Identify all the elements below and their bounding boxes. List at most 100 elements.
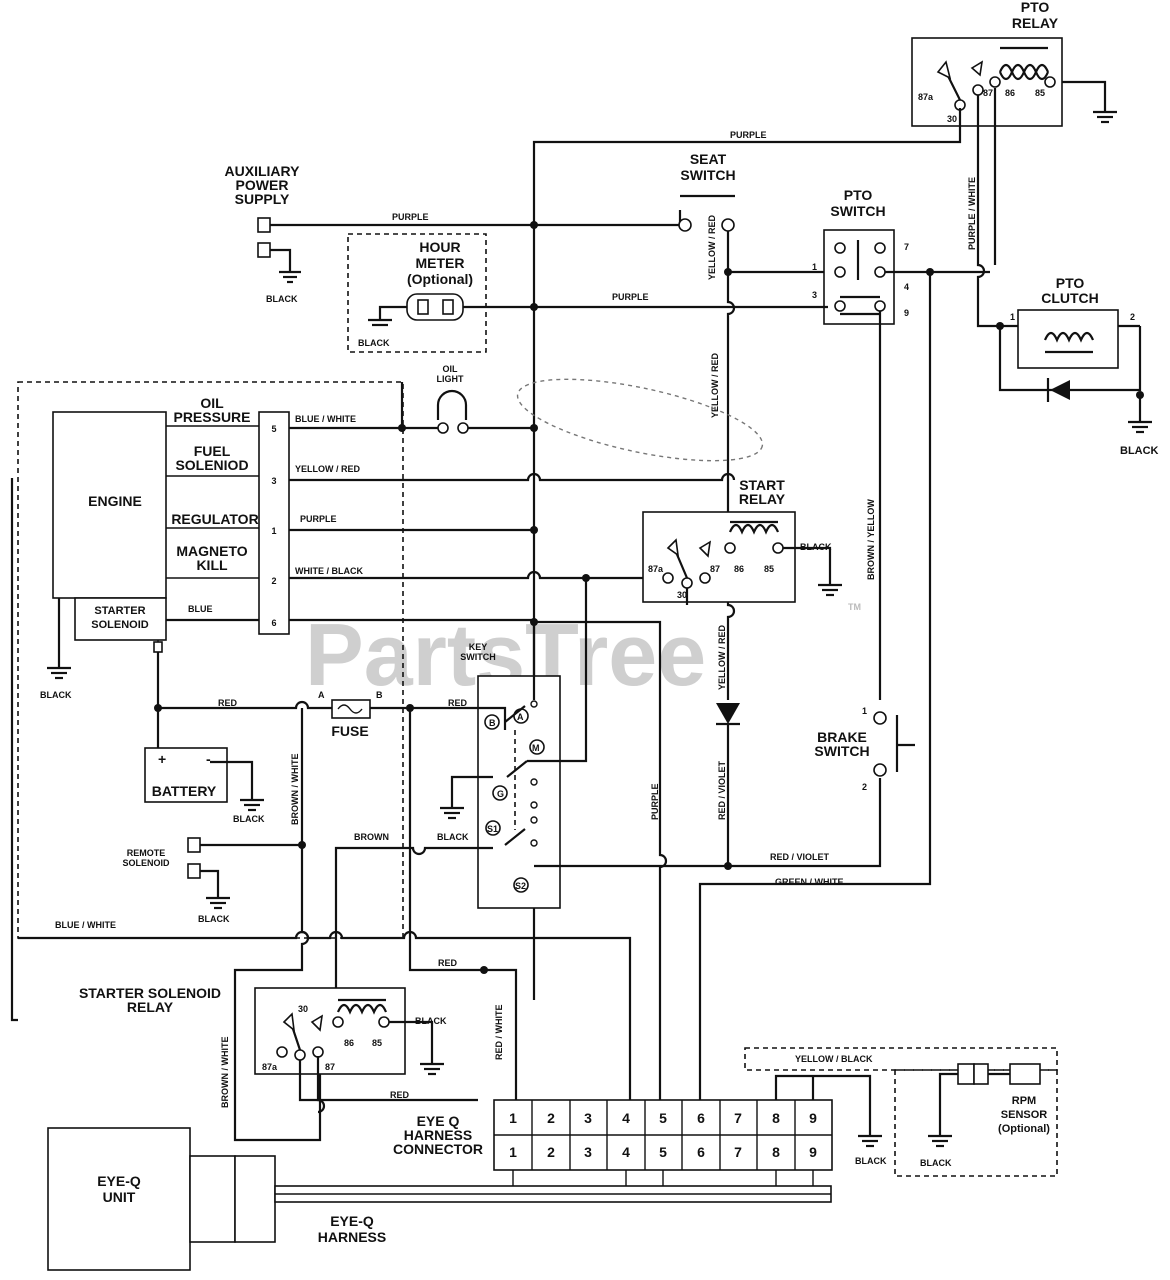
svg-text:3: 3 (812, 290, 817, 300)
svg-text:S1: S1 (487, 824, 498, 834)
svg-text:6: 6 (697, 1110, 705, 1126)
svg-text:SWITCH: SWITCH (814, 743, 869, 759)
svg-text:85: 85 (372, 1038, 382, 1048)
svg-text:G: G (497, 789, 504, 799)
svg-text:GREEN / WHITE: GREEN / WHITE (775, 877, 844, 887)
svg-text:30: 30 (677, 590, 687, 600)
svg-text:YELLOW / RED: YELLOW / RED (707, 215, 717, 281)
svg-text:BLACK: BLACK (437, 832, 469, 842)
svg-text:YELLOW / RED: YELLOW / RED (717, 625, 727, 691)
svg-text:87: 87 (325, 1062, 335, 1072)
svg-text:9: 9 (904, 308, 909, 318)
svg-text:9: 9 (809, 1110, 817, 1126)
svg-text:7: 7 (734, 1144, 742, 1160)
svg-text:30: 30 (298, 1004, 308, 1014)
svg-text:2: 2 (547, 1110, 555, 1126)
svg-text:YELLOW / RED: YELLOW / RED (295, 464, 361, 474)
svg-text:BLACK: BLACK (40, 690, 72, 700)
svg-text:85: 85 (764, 564, 774, 574)
svg-text:3: 3 (584, 1144, 592, 1160)
svg-text:HOUR: HOUR (419, 239, 460, 255)
svg-text:RPM: RPM (1012, 1095, 1036, 1107)
svg-text:BRAKE: BRAKE (817, 729, 867, 745)
svg-text:4: 4 (622, 1110, 630, 1126)
svg-text:A: A (318, 690, 325, 700)
svg-text:-: - (206, 751, 211, 767)
svg-text:BROWN / YELLOW: BROWN / YELLOW (866, 499, 876, 580)
svg-text:BLACK: BLACK (920, 1158, 952, 1168)
svg-text:METER: METER (416, 255, 465, 271)
svg-text:RED / VIOLET: RED / VIOLET (770, 852, 830, 862)
svg-text:BATTERY: BATTERY (152, 783, 217, 799)
svg-text:PURPLE: PURPLE (650, 783, 660, 820)
svg-text:BLACK: BLACK (415, 1016, 447, 1026)
svg-text:7: 7 (734, 1110, 742, 1126)
svg-text:RED: RED (438, 958, 458, 968)
svg-text:RELAY: RELAY (127, 999, 174, 1015)
svg-text:8: 8 (772, 1144, 780, 1160)
svg-text:BLUE: BLUE (188, 604, 213, 614)
svg-text:BLACK: BLACK (855, 1156, 887, 1166)
svg-text:EYE-Q: EYE-Q (97, 1173, 141, 1189)
svg-text:BROWN / WHITE: BROWN / WHITE (290, 754, 300, 826)
svg-text:EYE-Q: EYE-Q (330, 1213, 374, 1229)
svg-text:PTO: PTO (1021, 0, 1050, 15)
svg-text:STARTER SOLENOID: STARTER SOLENOID (79, 985, 221, 1001)
svg-text:BROWN / WHITE: BROWN / WHITE (220, 1037, 230, 1109)
svg-text:START: START (739, 477, 785, 493)
svg-text:SOLENOID: SOLENOID (91, 619, 149, 631)
svg-text:9: 9 (809, 1144, 817, 1160)
svg-text:PURPLE: PURPLE (392, 212, 429, 222)
svg-text:BLACK: BLACK (233, 814, 265, 824)
svg-text:RED: RED (448, 698, 468, 708)
svg-text:HARNESS: HARNESS (318, 1229, 386, 1245)
svg-text:WHITE / BLACK: WHITE / BLACK (295, 566, 363, 576)
svg-text:BLACK: BLACK (266, 294, 298, 304)
svg-text:BLACK: BLACK (358, 338, 390, 348)
svg-text:RELAY: RELAY (739, 491, 786, 507)
svg-text:1: 1 (862, 706, 867, 716)
svg-text:85: 85 (1035, 88, 1045, 98)
svg-text:1: 1 (509, 1110, 517, 1126)
svg-text:RED / WHITE: RED / WHITE (494, 1005, 504, 1061)
svg-text:1: 1 (812, 262, 817, 272)
svg-text:BLUE / WHITE: BLUE / WHITE (55, 920, 116, 930)
svg-text:SOLENIOD: SOLENIOD (175, 457, 248, 473)
svg-text:2: 2 (1130, 312, 1135, 322)
svg-text:EYE Q: EYE Q (417, 1113, 460, 1129)
svg-text:(Optional): (Optional) (998, 1123, 1050, 1135)
svg-text:1: 1 (509, 1144, 517, 1160)
svg-text:OIL: OIL (443, 364, 459, 374)
svg-text:PURPLE / WHITE: PURPLE / WHITE (967, 177, 977, 250)
connector-pins: 1 2 3 4 5 6 7 8 9 1 2 3 4 5 6 7 8 9 (509, 1100, 817, 1170)
svg-text:RED / VIOLET: RED / VIOLET (717, 760, 727, 820)
svg-text:BLUE / WHITE: BLUE / WHITE (295, 414, 356, 424)
svg-text:RELAY: RELAY (1012, 15, 1059, 31)
svg-text:1: 1 (1010, 312, 1015, 322)
svg-text:BLACK: BLACK (198, 914, 230, 924)
svg-text:2: 2 (547, 1144, 555, 1160)
svg-text:RED: RED (218, 698, 238, 708)
svg-text:87: 87 (983, 88, 993, 98)
svg-text:STARTER: STARTER (94, 605, 145, 617)
svg-text:2: 2 (271, 576, 276, 586)
svg-text:FUEL: FUEL (194, 443, 231, 459)
svg-text:PURPLE: PURPLE (730, 130, 767, 140)
svg-text:1: 1 (271, 526, 276, 536)
svg-text:SEAT: SEAT (690, 151, 727, 167)
svg-text:2: 2 (862, 782, 867, 792)
svg-text:CONNECTOR: CONNECTOR (393, 1141, 483, 1157)
svg-text:5: 5 (659, 1110, 667, 1126)
svg-text:OIL: OIL (200, 395, 224, 411)
svg-text:PTO: PTO (844, 187, 873, 203)
svg-text:SWITCH: SWITCH (460, 652, 496, 662)
svg-text:5: 5 (659, 1144, 667, 1160)
svg-text:SWITCH: SWITCH (680, 167, 735, 183)
svg-text:LIGHT: LIGHT (437, 374, 464, 384)
svg-text:POWER: POWER (236, 177, 289, 193)
svg-text:S2: S2 (515, 881, 526, 891)
svg-text:86: 86 (344, 1038, 354, 1048)
svg-text:A: A (517, 712, 524, 722)
svg-text:87a: 87a (262, 1062, 278, 1072)
